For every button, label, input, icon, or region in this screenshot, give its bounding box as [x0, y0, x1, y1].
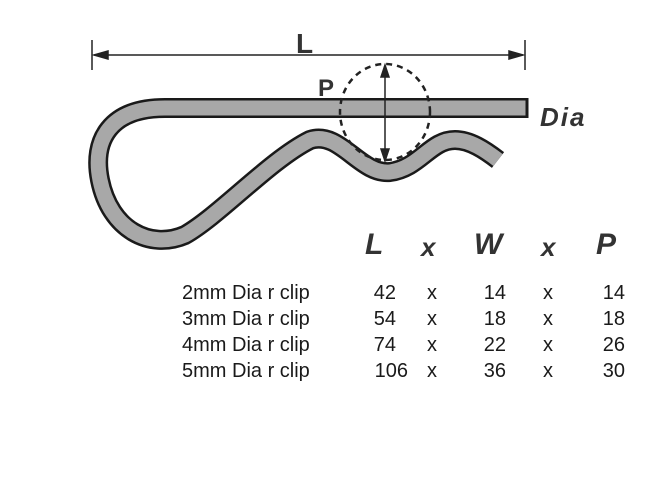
separator: x	[427, 334, 437, 356]
table-row: 4mm Dia r clip 74 x 22 x 26	[0, 332, 670, 358]
width-value: 22	[483, 334, 506, 356]
length-value: 74	[373, 334, 396, 356]
width-value: 18	[483, 308, 506, 330]
separator: x	[543, 282, 553, 304]
pitch-circle	[338, 62, 432, 162]
width-value: 14	[483, 282, 506, 304]
header-separator: x	[421, 232, 436, 262]
separator: x	[543, 308, 553, 330]
separator: x	[427, 360, 437, 382]
header-width: W	[474, 228, 503, 261]
separator: x	[427, 308, 437, 330]
r-clip-shape	[88, 98, 529, 250]
length-value: 54	[373, 308, 396, 330]
pitch-value: 30	[602, 360, 625, 382]
length-value: 106	[374, 360, 408, 382]
separator: x	[543, 334, 553, 356]
length-value: 42	[373, 282, 396, 304]
table-row: 3mm Dia r clip 54 x 18 x 18	[0, 306, 670, 332]
pitch-value: 26	[602, 334, 625, 356]
diameter-label: Dia	[540, 102, 586, 132]
header-separator: x	[541, 232, 556, 262]
row-label: 2mm Dia r clip	[182, 282, 310, 304]
row-label: 5mm Dia r clip	[182, 360, 310, 382]
pitch-value: 14	[602, 282, 625, 304]
header-pitch: P	[596, 228, 617, 261]
row-label: 4mm Dia r clip	[182, 334, 310, 356]
separator: x	[427, 282, 437, 304]
header-length: L	[365, 228, 384, 261]
table-row: 5mm Dia r clip 106 x 36 x 30	[0, 358, 670, 384]
length-dimension-line	[91, 40, 526, 70]
row-label: 3mm Dia r clip	[182, 308, 310, 330]
pitch-label: P	[318, 75, 334, 102]
pitch-value: 18	[602, 308, 625, 330]
pitch-arrow	[379, 62, 391, 164]
table-row: 2mm Dia r clip 42 x 14 x 14	[0, 280, 670, 306]
length-label: L	[296, 28, 313, 59]
separator: x	[543, 360, 553, 382]
width-value: 36	[483, 360, 506, 382]
